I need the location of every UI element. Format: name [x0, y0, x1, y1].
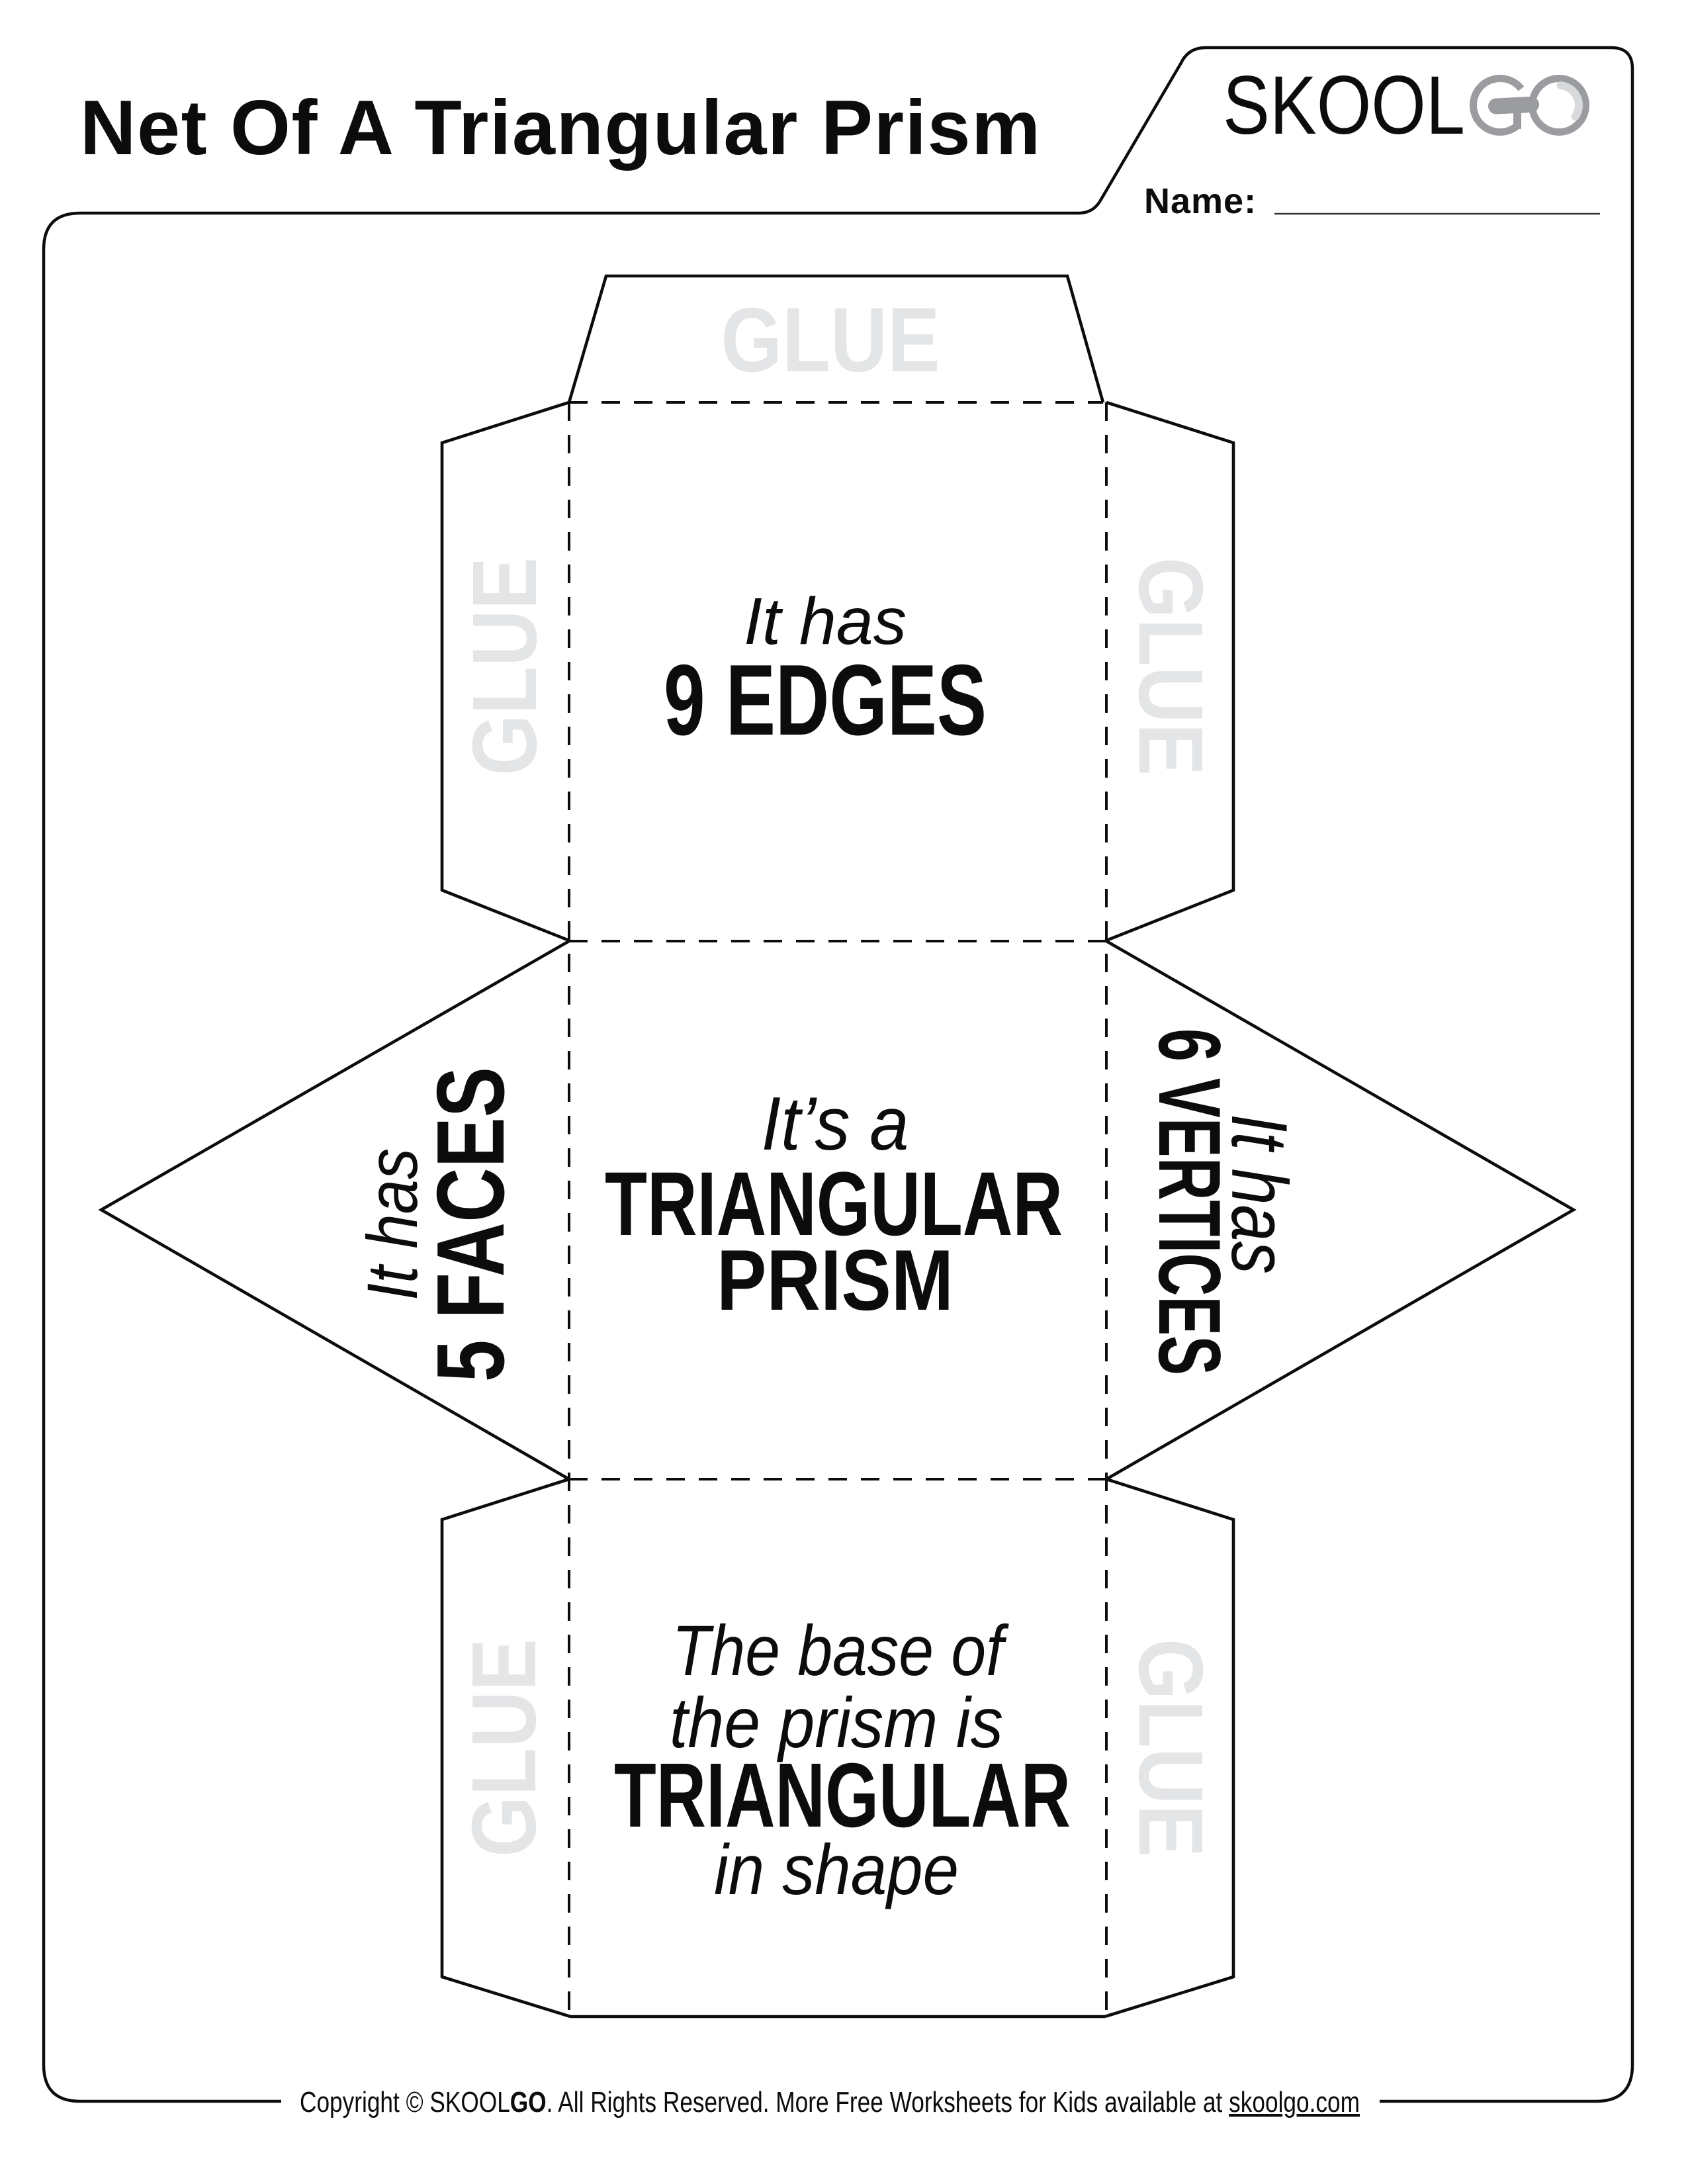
svg-text:TRIANGULAR: TRIANGULAR — [605, 1154, 1063, 1255]
svg-text:5 FACES: 5 FACES — [417, 1067, 524, 1382]
svg-text:PRISM: PRISM — [717, 1232, 954, 1328]
svg-text:Name:: Name: — [1144, 181, 1257, 221]
svg-text:6 VERTICES: 6 VERTICES — [1140, 1028, 1238, 1375]
svg-text:It has: It has — [744, 584, 907, 659]
svg-text:SKOOL: SKOOL — [1223, 60, 1465, 152]
svg-text:GLUE: GLUE — [721, 289, 940, 391]
svg-text:in shape: in shape — [714, 1829, 959, 1909]
svg-text:the prism is: the prism is — [670, 1682, 1003, 1762]
svg-text:It has: It has — [1215, 1114, 1304, 1274]
svg-text:GLUE: GLUE — [453, 1639, 555, 1857]
svg-text:GLUE: GLUE — [1120, 557, 1222, 776]
svg-text:It has: It has — [352, 1148, 432, 1300]
svg-text:Copyright © SKOOLGO. All Right: Copyright © SKOOLGO. All Rights Reserved… — [300, 2086, 1360, 2118]
svg-text:GLUE: GLUE — [1120, 1639, 1222, 1857]
svg-text:GLUE: GLUE — [454, 557, 556, 776]
svg-text:TRIANGULAR: TRIANGULAR — [614, 1745, 1071, 1846]
svg-text:Net Of A Triangular Prism: Net Of A Triangular Prism — [80, 84, 1042, 171]
svg-text:It’s a: It’s a — [762, 1082, 909, 1166]
svg-text:The base of: The base of — [672, 1610, 1010, 1690]
svg-text:9 EDGES: 9 EDGES — [664, 644, 987, 756]
